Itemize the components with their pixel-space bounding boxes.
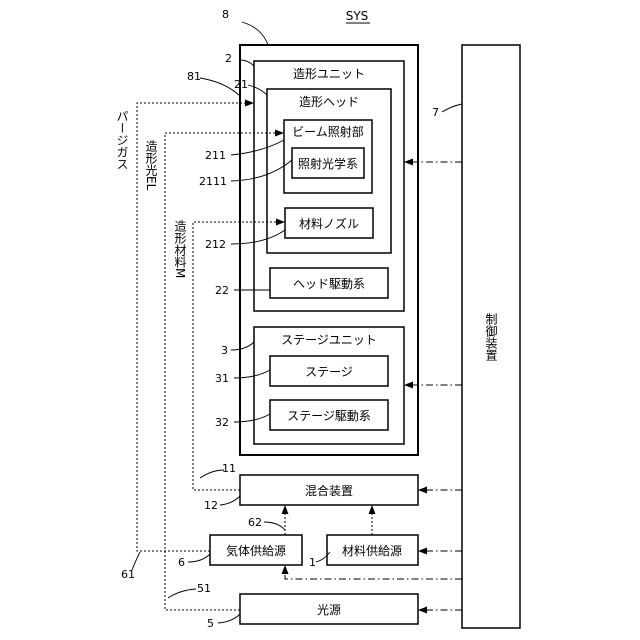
ref-81: 81 xyxy=(187,70,201,83)
ref-2111: 2111 xyxy=(199,175,227,188)
ref-51: 51 xyxy=(197,582,211,595)
ref-212: 212 xyxy=(205,238,226,251)
material-supply-label: 材料供給源 xyxy=(342,544,402,558)
ref-32: 32 xyxy=(215,416,229,429)
ref-2: 2 xyxy=(225,52,232,65)
shaping-unit-label: 造形ユニット xyxy=(293,67,365,81)
material-nozzle-label: 材料ノズル xyxy=(299,216,359,231)
leader-62 xyxy=(264,522,285,530)
leader-6 xyxy=(188,554,210,562)
ref-8: 8 xyxy=(222,8,229,21)
controller-label: 制御装置 xyxy=(484,313,498,361)
ref-12: 12 xyxy=(204,499,218,512)
leader-7 xyxy=(442,104,462,112)
stage-drive-label: ステージ駆動系 xyxy=(287,409,371,423)
leader-8 xyxy=(242,22,268,45)
ref-5: 5 xyxy=(207,617,214,630)
ref-31: 31 xyxy=(215,372,229,385)
ref-1: 1 xyxy=(309,556,316,569)
system-title: SYS xyxy=(346,9,369,23)
ref-6: 6 xyxy=(178,556,185,569)
material-to-mixing-arrowhead xyxy=(369,505,376,514)
shaping-light-label: 造形光EL xyxy=(144,140,158,191)
mixing-device-label: 混合装置 xyxy=(305,483,353,498)
ref-211: 211 xyxy=(205,149,226,162)
irradiation-optics-label: 照射光学系 xyxy=(298,156,358,171)
control-arrowhead-mixing xyxy=(418,487,427,494)
control-line-gas xyxy=(285,572,462,579)
beam-irradiation-label: ビーム照射部 xyxy=(292,124,364,139)
purge-gas-label: パージガス xyxy=(115,110,129,170)
stage-unit-label: ステージユニット xyxy=(281,333,377,347)
leader-11 xyxy=(200,470,224,478)
shaping-material-label: 造形材料M xyxy=(173,220,187,279)
control-arrowhead-light xyxy=(418,607,427,614)
light-source-label: 光源 xyxy=(317,603,341,617)
ref-3: 3 xyxy=(221,344,228,357)
ref-11: 11 xyxy=(222,462,236,475)
gas-to-mixing-arrowhead xyxy=(282,505,289,514)
ref-7: 7 xyxy=(432,106,439,119)
control-arrowhead-gas xyxy=(282,565,289,574)
stage-label: ステージ xyxy=(305,365,353,379)
head-drive-label: ヘッド駆動系 xyxy=(293,277,365,291)
control-arrowhead-material xyxy=(418,548,427,555)
leader-5 xyxy=(218,614,240,623)
ref-22: 22 xyxy=(215,284,229,297)
leader-51 xyxy=(168,589,196,598)
ref-61: 61 xyxy=(121,568,135,581)
gas-supply-label: 気体供給源 xyxy=(226,543,286,558)
ref-62: 62 xyxy=(248,516,262,529)
ref-21: 21 xyxy=(234,78,248,91)
shaping-head-label: 造形ヘッド xyxy=(299,95,359,109)
leader-12 xyxy=(220,496,240,505)
